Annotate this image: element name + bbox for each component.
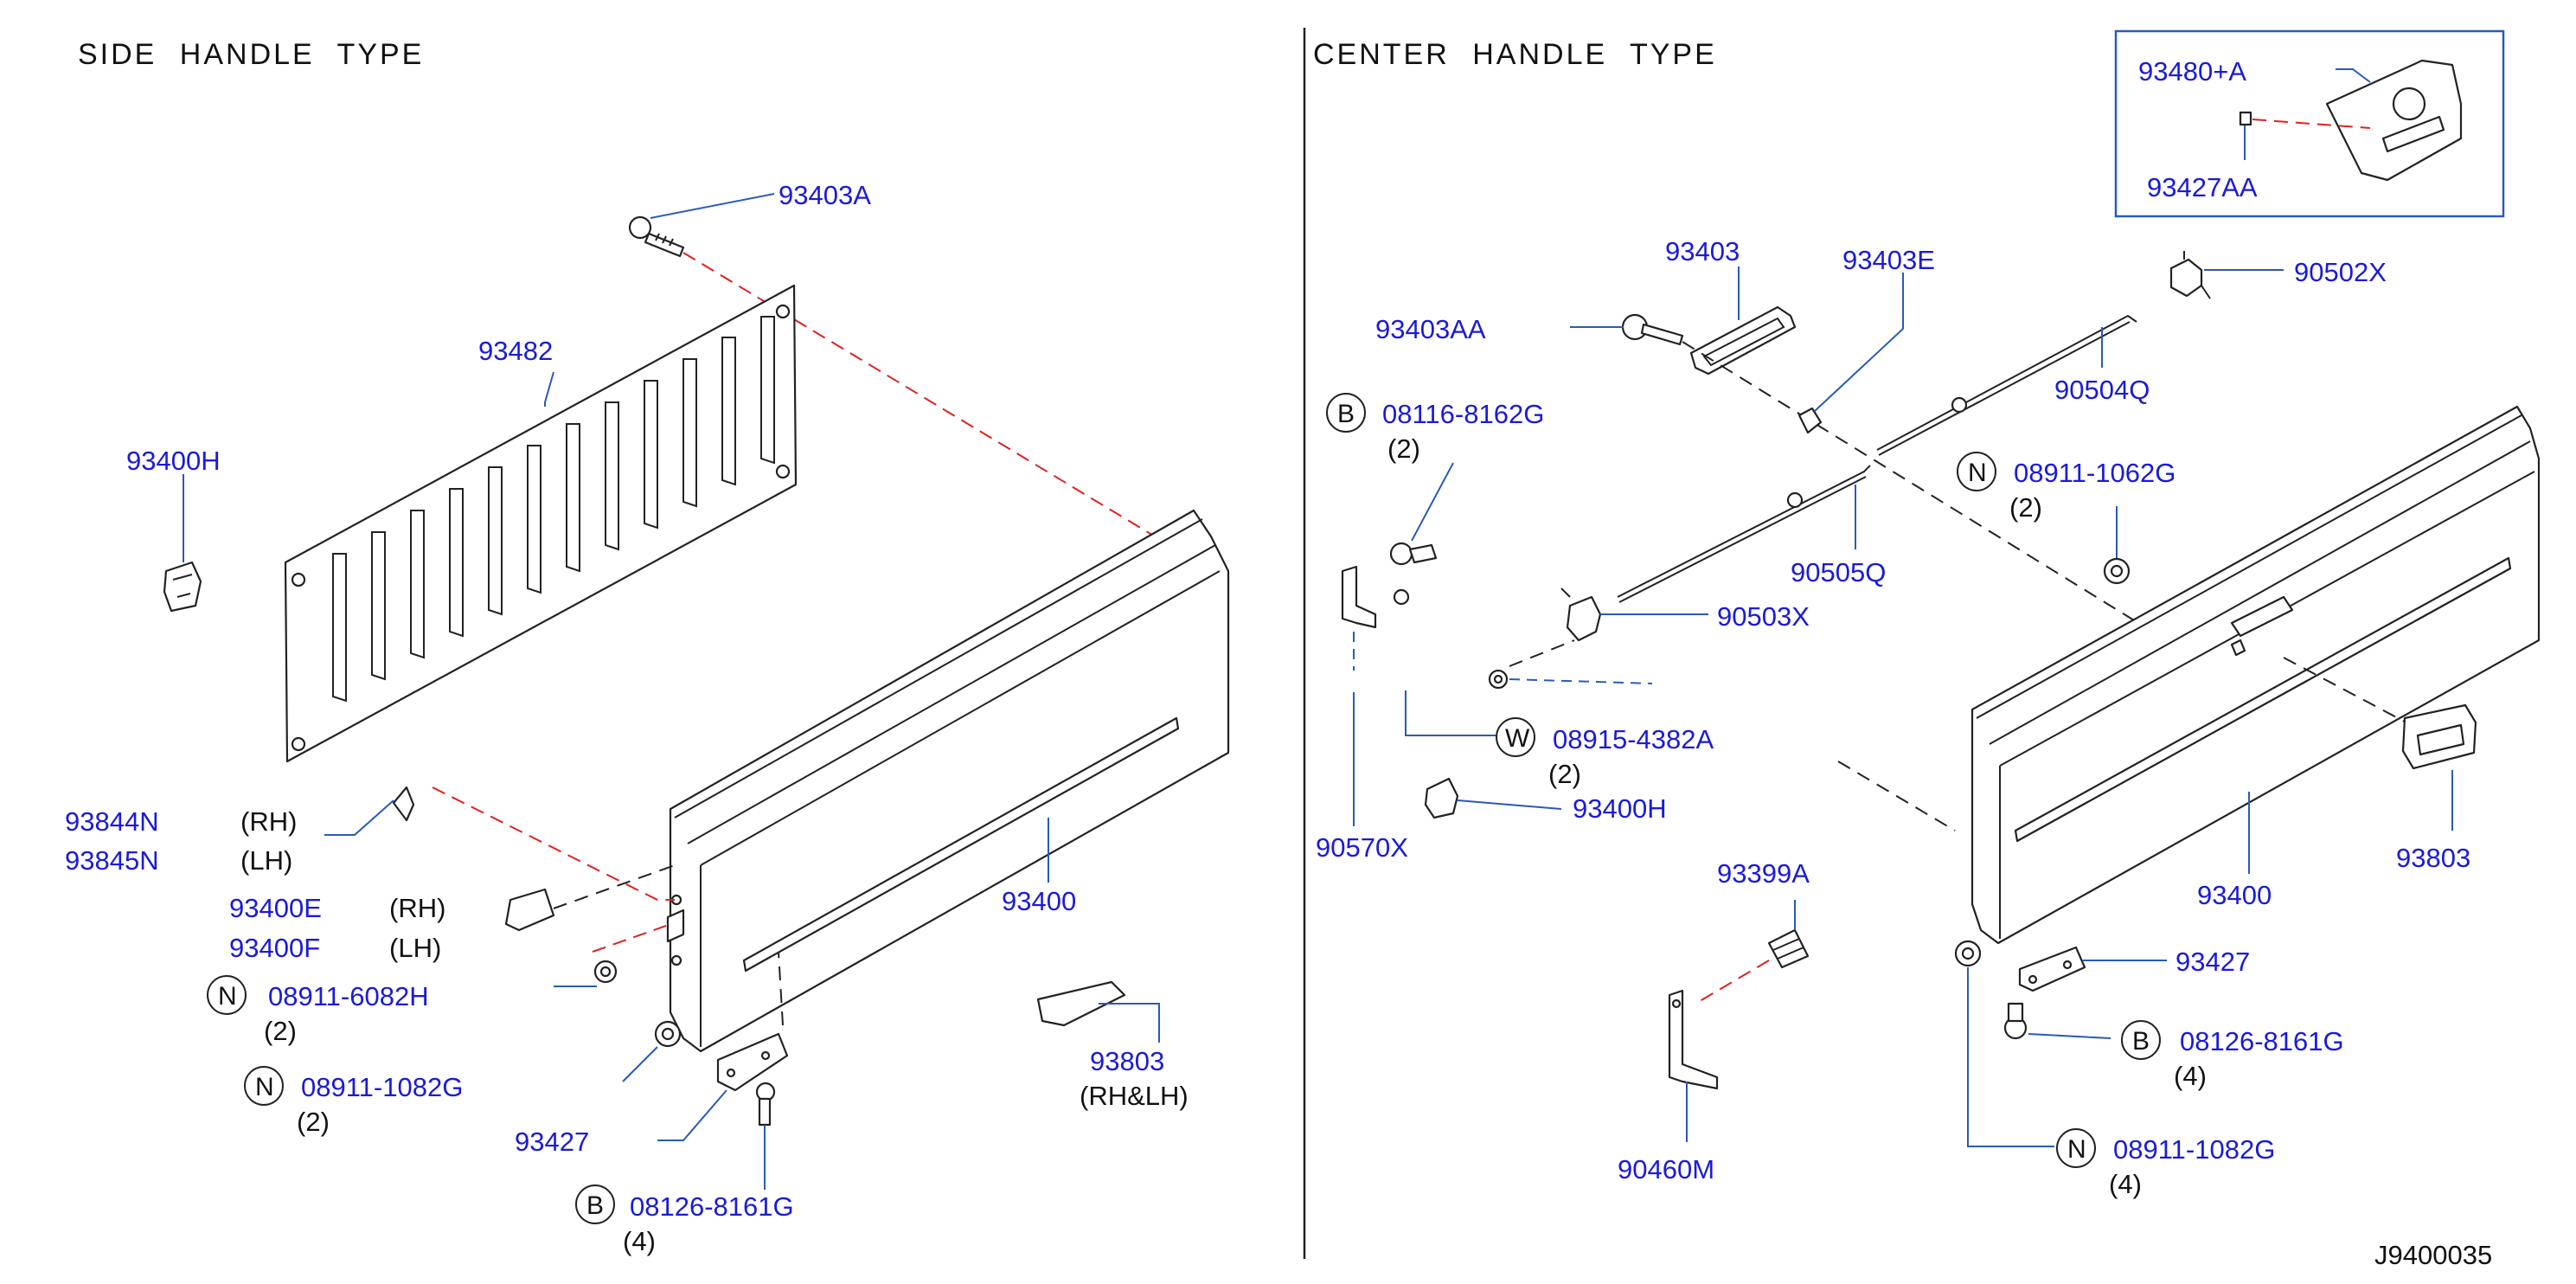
callout-93400-left[interactable]: 93400 [1002,886,1076,916]
bracket-90460M-drawing [1668,989,1719,1090]
callout-93427-left[interactable]: 93427 [515,1127,589,1157]
callout-93844N[interactable]: 93844N [65,806,159,837]
clip-93400H-drawing-right [1424,777,1459,819]
clip-93400H-drawing [163,561,202,613]
rear-gate-93400-drawing-right [1970,405,2541,945]
callout-90570X[interactable]: 90570X [1316,832,1408,863]
bullet-B-8161G-right: B [2132,1027,2150,1056]
bullet-N-1082G-left: N [255,1073,274,1101]
note-93844N: (RH) [240,806,297,837]
callout-93480A[interactable]: 93480+A [2138,56,2246,87]
callout-90505Q[interactable]: 90505Q [1791,557,1886,587]
callout-93399A[interactable]: 93399A [1717,858,1810,889]
callout-08126-8161G-right[interactable]: 08126-8161G [2180,1026,2344,1056]
callout-08911-1082G-right[interactable]: 08911-1082G [2113,1134,2275,1165]
callout-08116-8162G[interactable]: 08116-8162G [1382,399,1544,429]
qty-08911-1062G: (2) [2009,492,2042,523]
note-93845N: (LH) [240,845,292,876]
bolt-08126-8161G-drawing [755,1082,776,1127]
clip-93427AA-drawing [2239,111,2252,126]
callout-08126-8161G-left[interactable]: 08126-8161G [630,1191,794,1222]
handle-93803-drawing-right [2401,703,2477,770]
washer-08915-4382A-drawing [1488,669,1509,690]
label-93480A-drawing [2325,59,2463,182]
nut-08911-1082G-drawing [654,1020,682,1048]
inset-label-box [2114,29,2505,218]
callout-08911-6082H[interactable]: 08911-6082H [268,981,429,1011]
callout-93400H-right[interactable]: 93400H [1573,793,1667,824]
callout-08911-1082G-left[interactable]: 08911-1082G [301,1072,463,1102]
callout-93845N[interactable]: 93845N [65,845,159,876]
nut-08911-1082G-drawing-right [1954,940,1982,967]
bolt-08126-8161G-drawing-right [2003,1002,2028,1040]
callout-93400H-left[interactable]: 93400H [126,446,221,476]
bullet-B-8161G-left: B [586,1191,604,1220]
section-title-center-handle: CENTER HANDLE TYPE [1313,38,1717,71]
callout-93803-left[interactable]: 93803 [1090,1046,1164,1076]
callout-93403[interactable]: 93403 [1665,236,1740,266]
callout-93400F[interactable]: 93400F [229,933,320,963]
hinge-93427-drawing-right [2018,946,2086,992]
note-93400E: (RH) [389,893,445,923]
qty-08911-1082G-left: (2) [297,1107,330,1137]
dashed-assembly-line [682,252,1156,537]
callout-93803-right[interactable]: 93803 [2396,843,2470,873]
plate-93403-drawing [1689,305,1797,376]
hinge-93844N-drawing [392,786,415,822]
end-cap-93400E-drawing [504,888,555,932]
qty-08915-4382A: (2) [1548,759,1581,789]
callout-90502X[interactable]: 90502X [2294,257,2387,287]
bracket-90570X-drawing [1341,565,1410,629]
callout-93400E[interactable]: 93400E [229,893,322,923]
handle-93803-drawing-left [1036,980,1126,1027]
rear-gate-93400-drawing [666,509,1230,1053]
protector-93482-drawing [284,284,798,763]
bumper-93399A-drawing [1767,928,1810,969]
rod-90505Q-drawing [1617,465,1871,603]
callout-93403E[interactable]: 93403E [1842,245,1935,275]
callout-90503X[interactable]: 90503X [1717,601,1810,632]
bullet-N-1062G: N [1968,459,1987,487]
bullet-B-8162G: B [1337,400,1355,428]
lock-90502X-drawing [2169,251,2211,299]
callout-93427AA[interactable]: 93427AA [2147,172,2258,202]
callout-90460M[interactable]: 90460M [1618,1154,1714,1184]
bullet-W-4382A: W [1505,724,1530,753]
rod-90504Q-drawing [1876,314,2137,456]
note-93803-left: (RH&LH) [1080,1081,1189,1111]
qty-08126-8161G-left: (4) [623,1226,656,1256]
bolt-93403A-drawing [628,215,685,258]
nut-08911-6082H-drawing [593,960,618,984]
clip-93403E-drawing [1797,407,1823,434]
lock-90503X-drawing [1560,587,1602,642]
callout-93482[interactable]: 93482 [478,336,553,366]
diagram-id: J9400035 [2374,1240,2492,1270]
hinge-93427-drawing [716,1032,789,1092]
callout-08911-1062G[interactable]: 08911-1062G [2014,458,2176,488]
qty-08126-8161G-right: (4) [2174,1061,2207,1091]
bullet-N-6082H: N [218,982,237,1011]
callout-08915-4382A[interactable]: 08915-4382A [1553,724,1714,754]
callout-93400-right[interactable]: 93400 [2197,880,2272,910]
qty-08911-6082H: (2) [264,1016,297,1046]
bolt-08116-8162G-drawing [1389,542,1438,566]
callout-93427-right[interactable]: 93427 [2176,947,2250,977]
callout-93403A[interactable]: 93403A [779,180,871,210]
qty-08911-1082G-right: (4) [2109,1169,2142,1199]
section-title-side-handle: SIDE HANDLE TYPE [78,38,424,71]
note-93400F: (LH) [389,933,441,963]
bullet-N-1082G-right: N [2067,1135,2086,1164]
callout-90504Q[interactable]: 90504Q [2054,375,2150,405]
screw-93403AA-drawing [1621,313,1684,346]
nut-08911-1062G-drawing [2103,557,2131,585]
qty-08116-8162G: (2) [1387,433,1420,464]
callout-93403AA[interactable]: 93403AA [1375,314,1486,344]
